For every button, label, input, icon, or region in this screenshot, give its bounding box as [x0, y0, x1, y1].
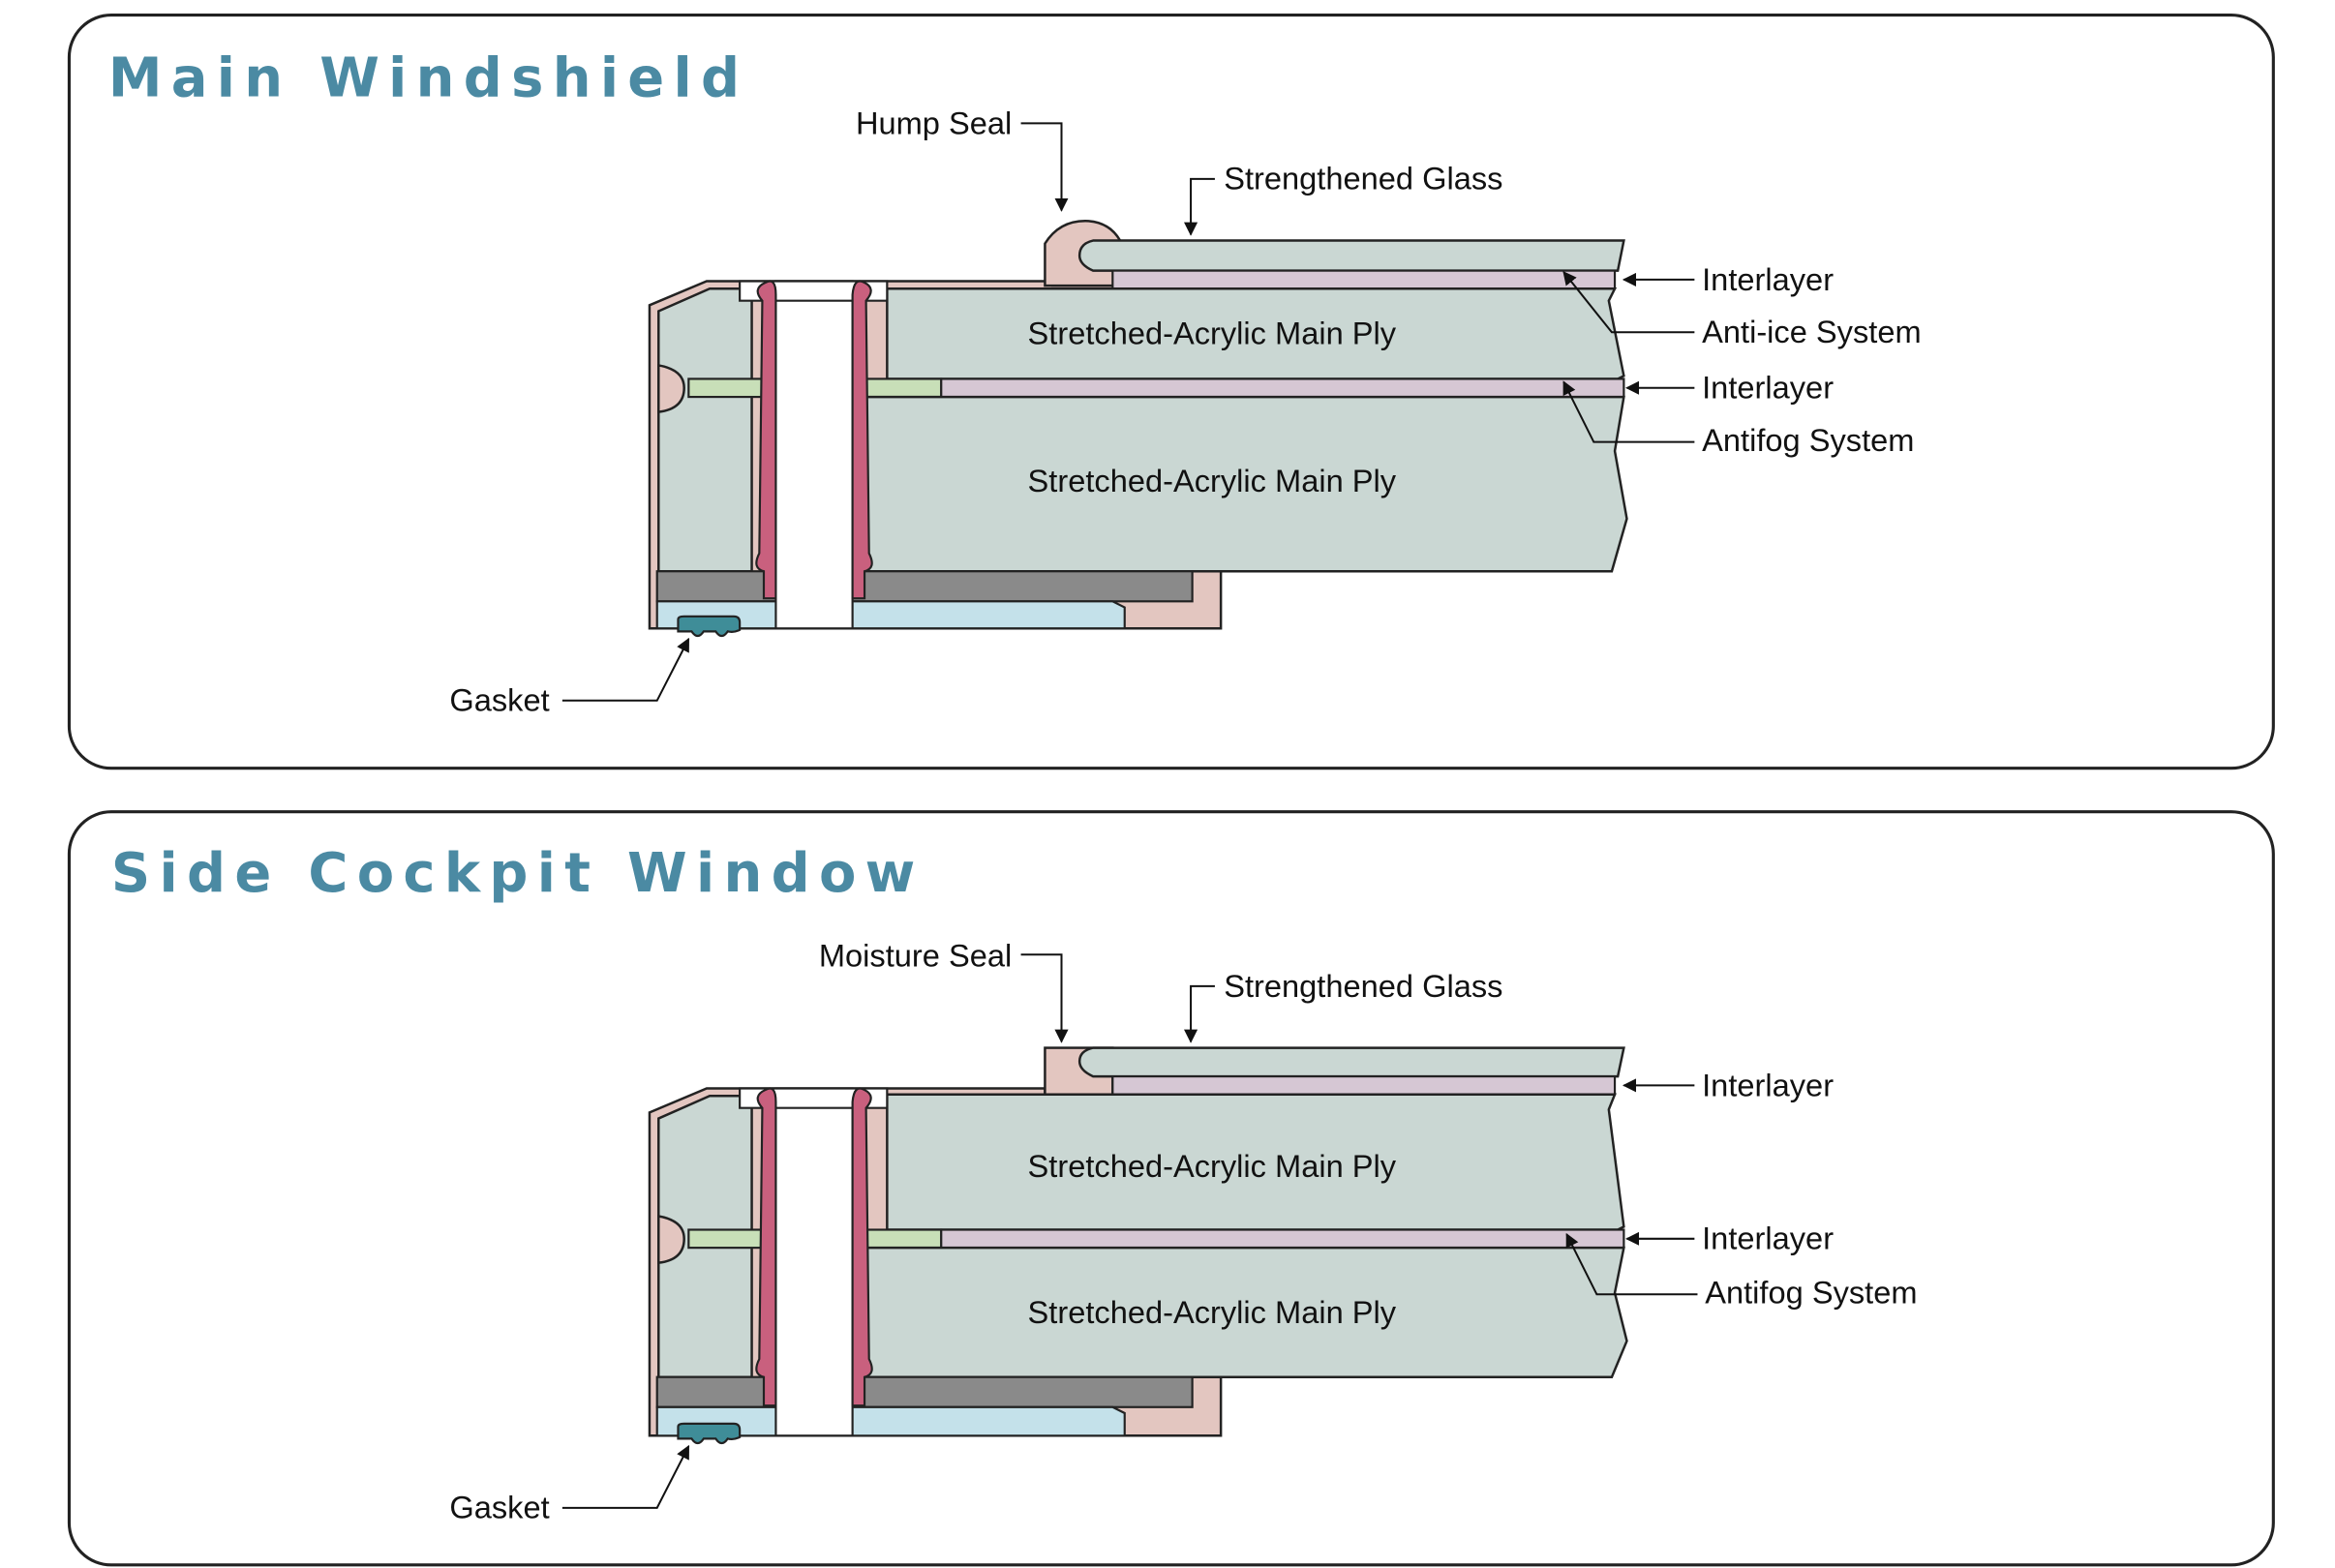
retainer: [657, 287, 753, 573]
leader-lines: [561, 122, 1695, 702]
label-moisture-seal: Moisture Seal: [819, 938, 1012, 974]
bolt-sleeve-left: [755, 1087, 777, 1407]
spacer-strip: [655, 600, 1126, 630]
cross-section: [648, 220, 1628, 638]
edge-seal-bump: [657, 363, 685, 413]
bolt-hole: [774, 280, 854, 630]
label-anti-ice-system: Anti-ice System: [1702, 314, 1922, 349]
label-acrylic-ply-2: Stretched-Acrylic Main Ply: [1028, 463, 1397, 498]
interlayer-mid-shape: [940, 1228, 1625, 1250]
sealant-strip-left: [687, 377, 766, 399]
interlayer-top-shape: [1111, 1074, 1617, 1096]
leader-lines: [561, 953, 1698, 1509]
sealant-strip-left: [687, 1228, 766, 1250]
label-gasket: Gasket: [449, 1490, 549, 1525]
edge-seal-bump: [657, 1215, 685, 1265]
label-gasket: Gasket: [449, 682, 549, 718]
strengthened-glass-shape: [1077, 1046, 1625, 1078]
cross-section: [648, 1046, 1628, 1445]
label-interlayer-top: Interlayer: [1702, 1067, 1834, 1102]
label-acrylic-ply-1: Stretched-Acrylic Main Ply: [1028, 316, 1397, 351]
gasket-shape: [677, 615, 742, 638]
bolt-sleeve-right: [851, 280, 873, 600]
panel-title: Main Windshield: [108, 46, 749, 109]
label-interlayer-mid: Interlayer: [1702, 1221, 1834, 1256]
bolt-sleeve-right: [851, 1087, 873, 1407]
sealant-strip-right: [864, 1228, 943, 1250]
label-strengthened-glass: Strengthened Glass: [1224, 968, 1502, 1004]
label-antifog-system: Antifog System: [1702, 422, 1914, 458]
sealant-strip-right: [864, 377, 943, 399]
panel-side-cockpit-window: Side Cockpit Window: [67, 810, 2275, 1567]
gasket-shape: [677, 1422, 742, 1445]
panel-title: Side Cockpit Window: [111, 842, 925, 905]
bolt-hole: [774, 1087, 854, 1437]
label-acrylic-ply-1: Stretched-Acrylic Main Ply: [1028, 1148, 1397, 1184]
backing-plate: [655, 570, 1194, 603]
label-interlayer-mid: Interlayer: [1702, 370, 1834, 406]
label-antifog-system: Antifog System: [1705, 1275, 1917, 1311]
strengthened-glass-shape: [1077, 239, 1625, 272]
label-acrylic-ply-2: Stretched-Acrylic Main Ply: [1028, 1294, 1397, 1330]
backing-plate: [655, 1375, 1194, 1408]
label-hump-seal: Hump Seal: [856, 105, 1012, 140]
bolt-sleeve-left: [755, 280, 777, 600]
interlayer-mid-shape: [940, 377, 1625, 399]
spacer-strip: [655, 1405, 1126, 1437]
panel-main-windshield: Main Windshield: [67, 14, 2275, 770]
label-strengthened-glass: Strengthened Glass: [1224, 161, 1502, 196]
interlayer-top-shape: [1111, 269, 1617, 290]
label-interlayer-top: Interlayer: [1702, 261, 1834, 297]
